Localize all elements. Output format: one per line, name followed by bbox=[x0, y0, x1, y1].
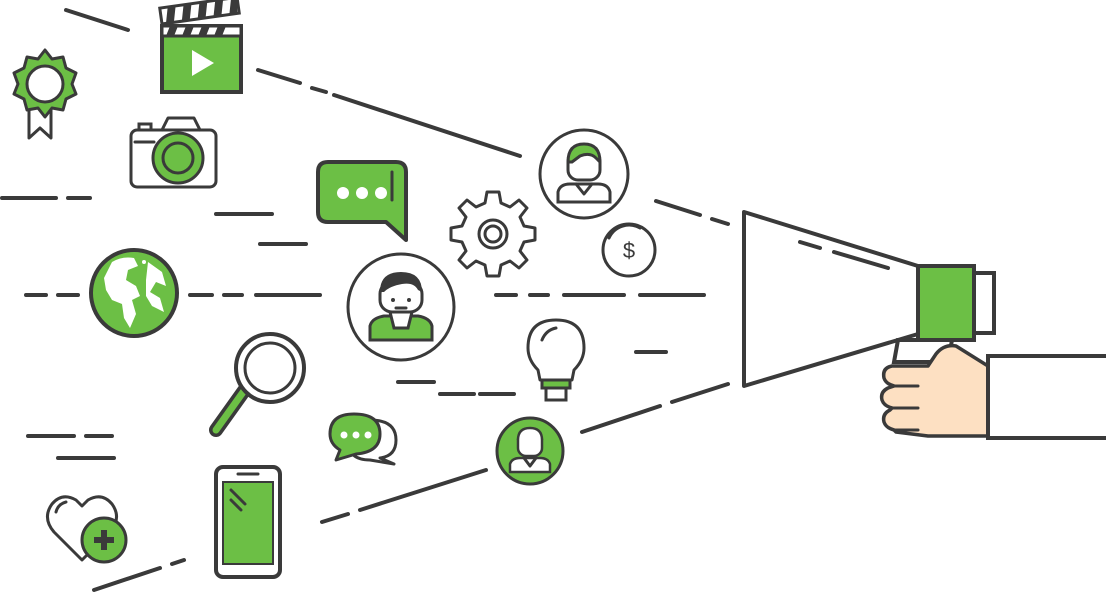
lightbulb-icon bbox=[526, 318, 586, 402]
magnifier-icon bbox=[209, 332, 306, 437]
heart-plus-icon bbox=[46, 495, 128, 564]
globe-icon bbox=[89, 248, 179, 338]
megaphone-icon bbox=[742, 210, 996, 388]
smartphone-icon bbox=[214, 465, 282, 579]
chat-bubbles-icon bbox=[328, 412, 398, 466]
video-clapperboard-icon bbox=[158, 0, 243, 94]
user-avatar-icon bbox=[346, 128, 630, 486]
award-ribbon-icon bbox=[12, 48, 78, 140]
gear-icon bbox=[449, 190, 537, 278]
hand-icon bbox=[879, 343, 1106, 440]
camera-icon bbox=[129, 116, 218, 189]
broadcast-lines bbox=[0, 8, 730, 592]
coin-symbol: $ bbox=[623, 238, 635, 263]
dollar-coin-icon: $ bbox=[601, 222, 657, 278]
chat-bubble-icon bbox=[316, 160, 408, 242]
